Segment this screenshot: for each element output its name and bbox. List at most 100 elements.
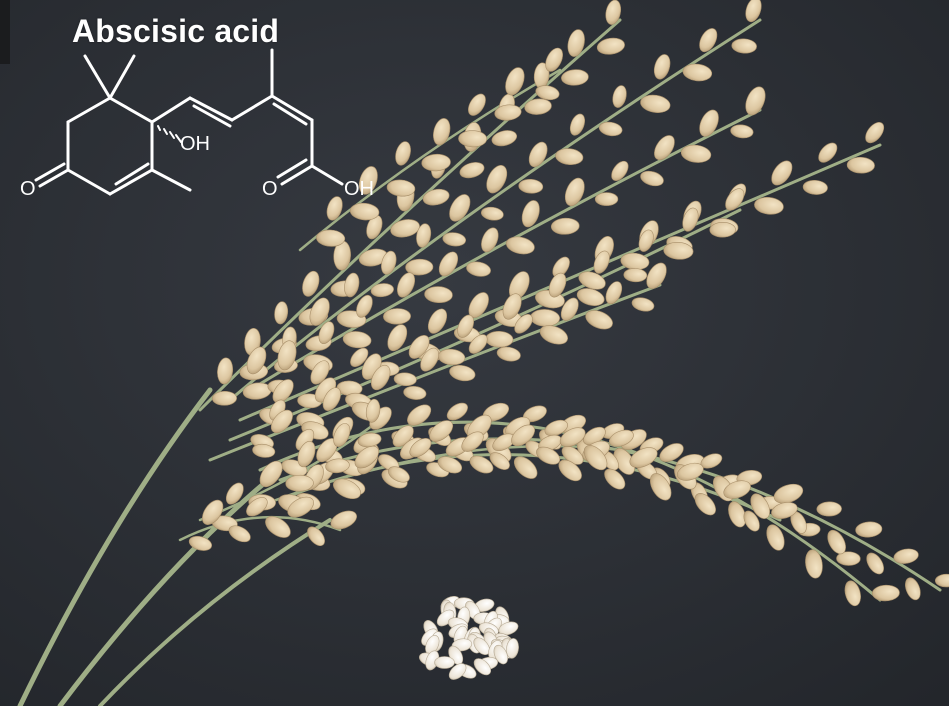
rice-grain [468, 93, 486, 116]
rice-grain [511, 424, 535, 447]
rice-grain [846, 156, 875, 174]
molecule-title: Abscisic acid [72, 13, 280, 49]
rice-grain [754, 197, 784, 215]
rice-grain [486, 165, 508, 194]
rice-grain [424, 286, 453, 304]
rice-grain [370, 364, 391, 391]
rice-grain [513, 456, 538, 479]
acid-hydroxyl-label: OH [344, 178, 374, 200]
rice-grain [349, 202, 380, 221]
rice-grain [934, 573, 949, 588]
rice-grain [333, 478, 361, 500]
rice-grain [564, 177, 585, 207]
rice-grain [326, 196, 343, 221]
rice-grain [654, 135, 675, 161]
rice-grain [437, 456, 463, 474]
rice-grain [844, 580, 861, 607]
rice-grain [682, 63, 713, 82]
rice-grain [594, 192, 619, 206]
rice-grain [370, 283, 394, 298]
rice-grain [576, 288, 605, 306]
rice-grain [536, 446, 561, 465]
rice-grain [422, 188, 450, 206]
rice-grain [285, 474, 314, 492]
rice-grain [550, 217, 580, 235]
rice-grain [559, 427, 586, 447]
rice-grain [629, 447, 658, 468]
rice-grain [544, 419, 568, 437]
rice-grain [663, 241, 694, 260]
main-culm [17, 387, 213, 706]
rice-grain [259, 460, 283, 488]
rice-grain [730, 124, 754, 139]
rice-grain [560, 297, 579, 321]
rice-grain [393, 372, 417, 387]
rice-grain [409, 438, 432, 458]
rice-grain [640, 170, 664, 187]
rice-grain [694, 493, 716, 516]
rice-grain [604, 468, 626, 490]
rice-grain [535, 85, 560, 101]
rice-grain [217, 357, 234, 385]
rice-grain [358, 166, 378, 195]
rice-grain [228, 525, 251, 543]
rice-grain [682, 207, 699, 232]
rice-grain [491, 130, 518, 147]
rice-grain [659, 443, 684, 462]
rice-grain [605, 281, 623, 305]
rice-grain [623, 268, 648, 283]
rice-grain [390, 219, 420, 238]
rice-grain [506, 236, 535, 255]
rice-grain [252, 443, 276, 458]
rice-grain [745, 86, 766, 116]
rice-grain [333, 423, 351, 447]
rice-grain [518, 178, 544, 194]
rice-grain [502, 293, 522, 320]
rice-grain [318, 321, 335, 345]
rice-grain [728, 501, 747, 528]
rice-grain [272, 379, 294, 403]
rice-grain [583, 445, 608, 471]
rice-grain [561, 69, 589, 86]
rice-grain [350, 347, 369, 367]
rice-grain [212, 390, 237, 406]
rice-grain [585, 310, 613, 330]
rice-grain [469, 455, 494, 474]
rice-grain [640, 94, 671, 113]
rice-grain [773, 483, 804, 504]
rice-grain [265, 516, 291, 538]
rice-grain [459, 162, 485, 179]
rice-grain [309, 297, 330, 326]
rice-grain [766, 524, 785, 551]
rice-grain [723, 480, 751, 499]
rice-grain [202, 499, 224, 525]
milled-rice-pile [419, 595, 519, 680]
milled-rice-grain [493, 644, 508, 665]
rice-grain [524, 98, 552, 115]
rice-grain [449, 194, 471, 222]
rice-grain [442, 232, 466, 247]
rice-grain [653, 54, 671, 80]
rice-grain [387, 466, 410, 483]
rice-grain [608, 429, 634, 447]
rice-grain [731, 38, 757, 54]
rice-grain [354, 445, 379, 469]
rice-grain [316, 229, 346, 247]
corner-edge [0, 0, 10, 64]
rice-grain [489, 452, 510, 470]
rice-grain [386, 179, 416, 197]
rice-grain [494, 104, 522, 121]
milled-rice-grain [473, 658, 492, 676]
rice-grain [381, 250, 397, 275]
rice-grain [646, 262, 667, 289]
rice-grain [342, 331, 372, 349]
rice-grain [246, 497, 268, 517]
rice-grain [468, 334, 488, 354]
rice-grain [307, 526, 325, 547]
rice-grain [270, 409, 293, 434]
rice-grain [539, 325, 568, 345]
abscisic-acid-structure [34, 48, 344, 196]
rice-grain [438, 251, 459, 277]
rice-grain [383, 308, 411, 325]
rice-grain [466, 261, 491, 277]
